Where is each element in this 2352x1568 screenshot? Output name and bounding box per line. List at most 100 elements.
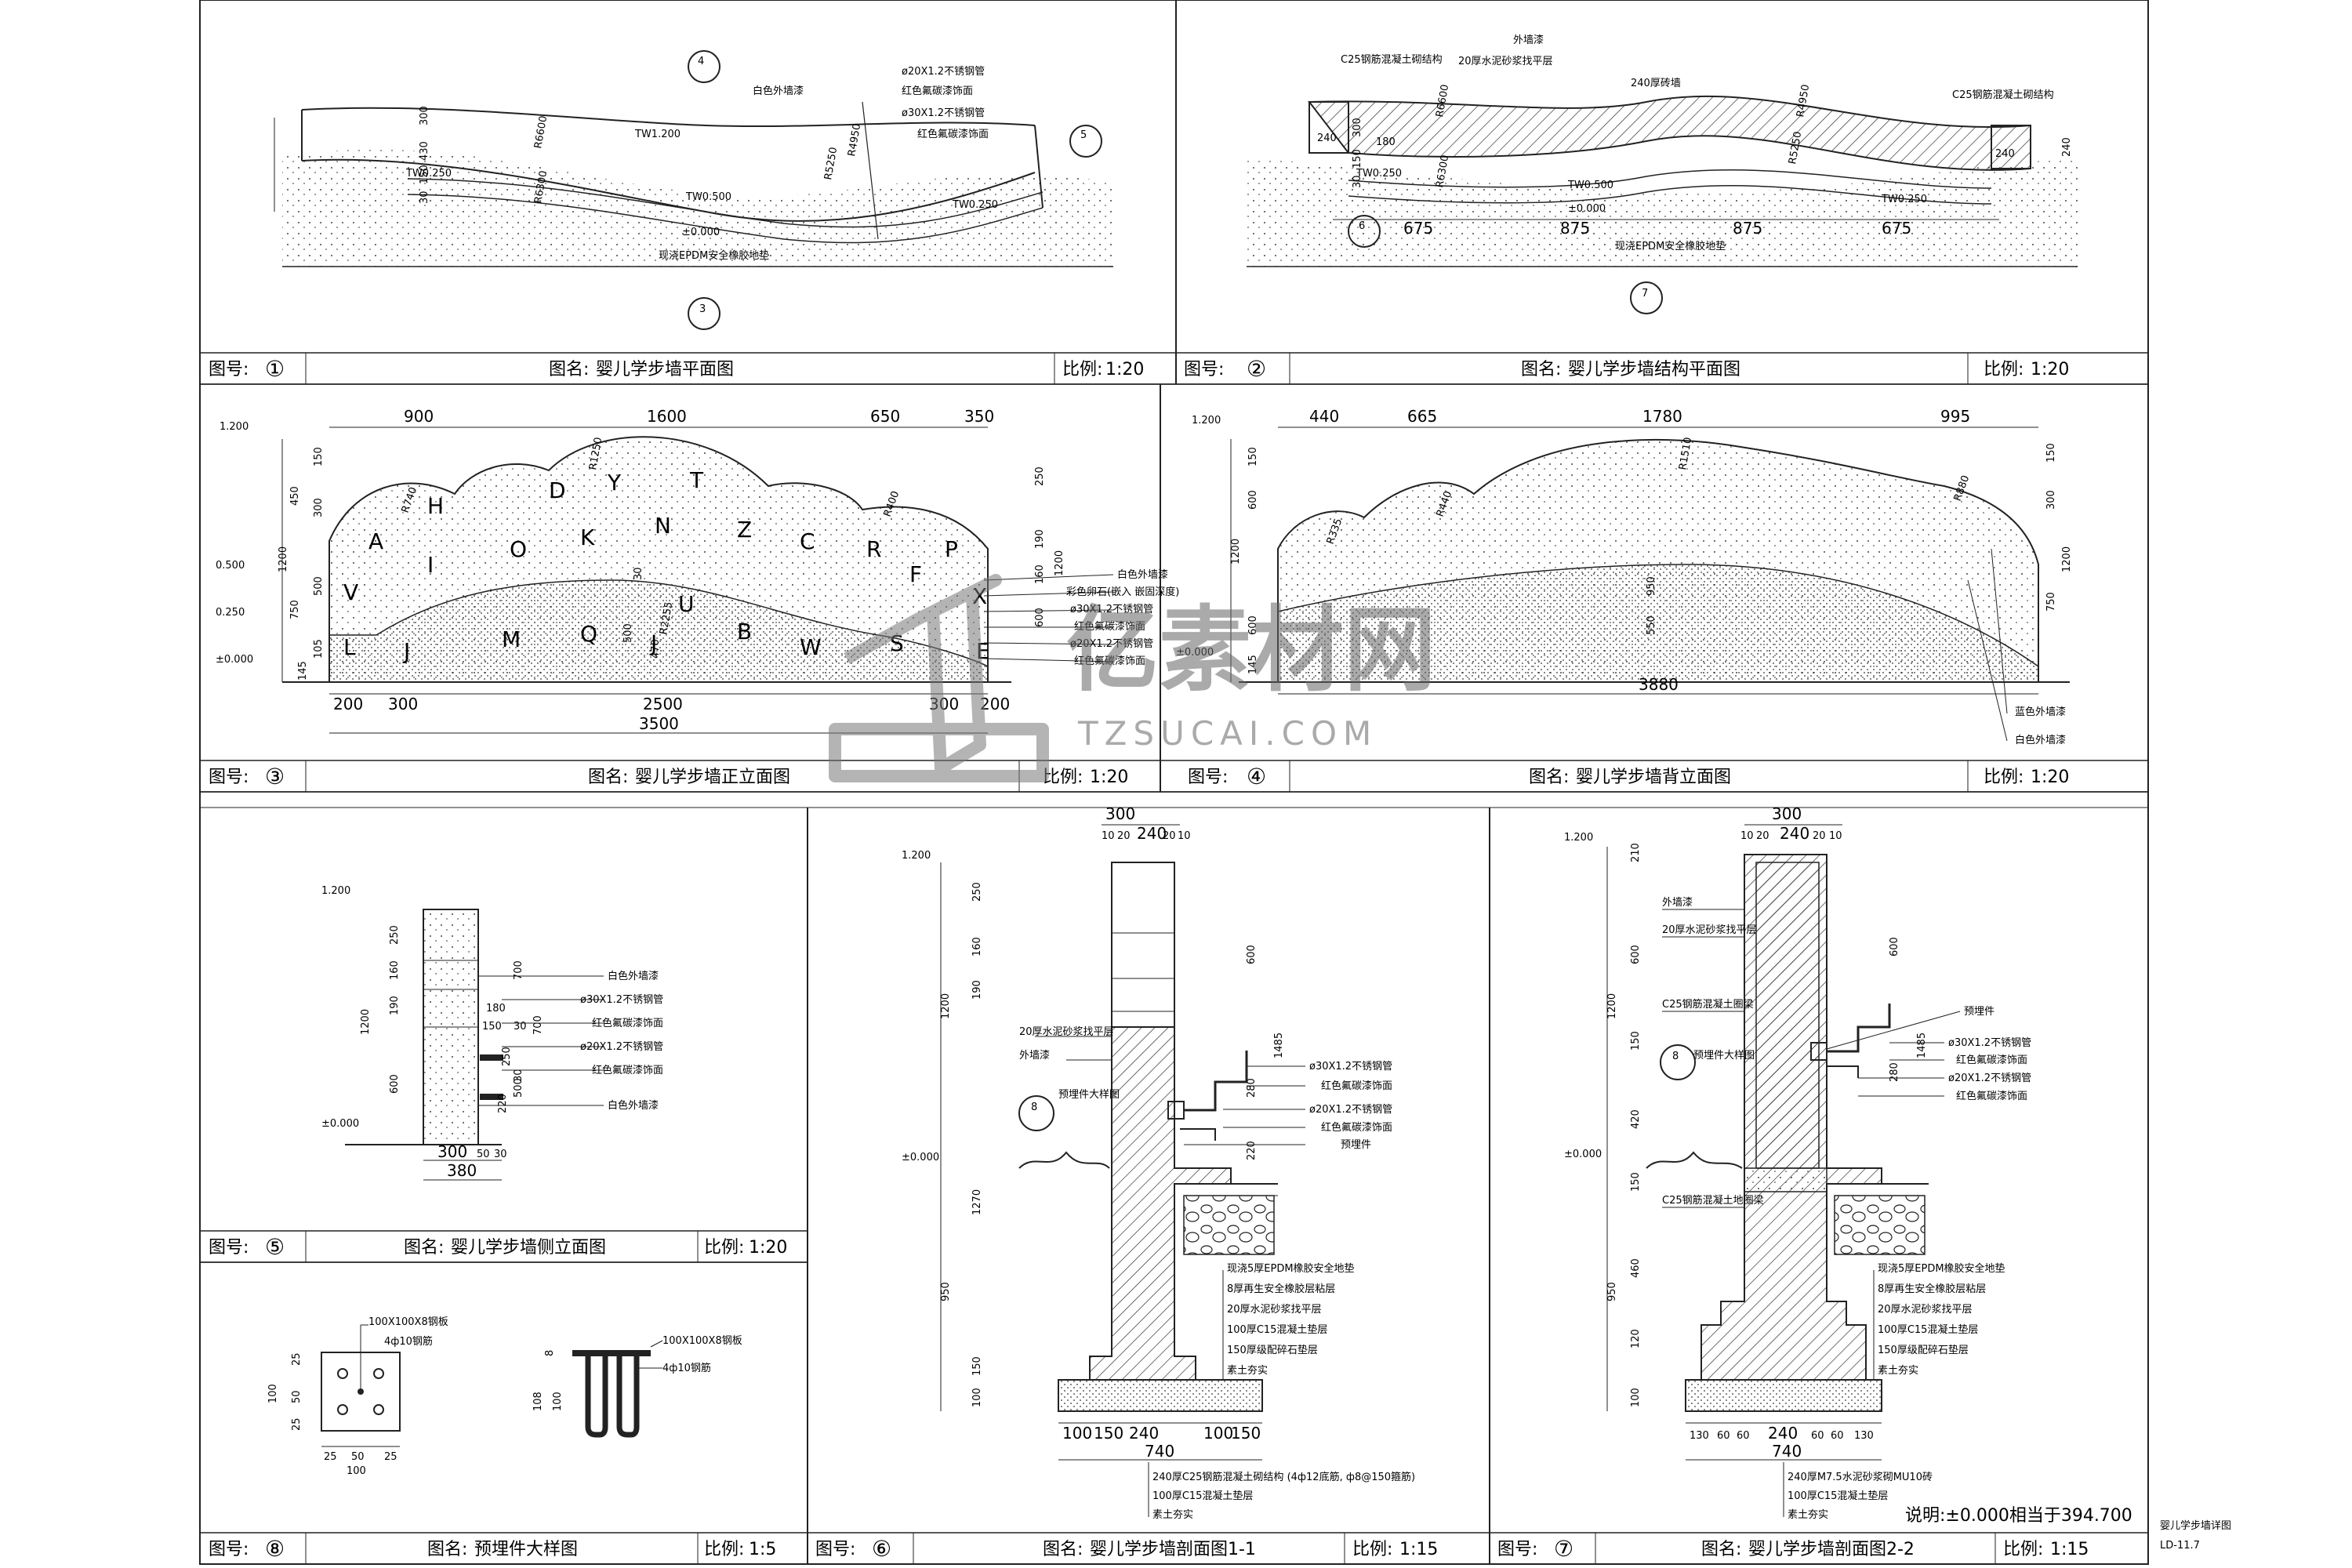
level-label: TW0.250 — [1881, 194, 1927, 205]
dim: 1485 — [1916, 1033, 1928, 1058]
dim: 130 — [1690, 1430, 1709, 1442]
dim: 240 — [1995, 148, 2015, 160]
dim: 190 — [971, 980, 983, 1000]
figure-no-label: 图号: — [209, 1540, 249, 1559]
dim: 100 — [347, 1465, 366, 1477]
dim: 250 — [501, 1047, 513, 1066]
dim: 675 — [1882, 219, 1911, 238]
figure-no-label: 图号: — [209, 1238, 249, 1258]
note: 外墙漆 — [1513, 34, 1544, 46]
dim: 10 — [1829, 830, 1842, 842]
note: 红色氟碳漆饰面 — [592, 1064, 663, 1076]
radius-label: R6300 — [1434, 154, 1451, 189]
radius-label: R6600 — [532, 115, 550, 150]
letter: R — [866, 536, 881, 562]
title-bar-2: 图号: ② 图名: 婴儿学步墙结构平面图 比例: 1:20 — [1175, 352, 2149, 385]
dim: 108 — [532, 1392, 544, 1411]
letter: Z — [737, 517, 752, 543]
note: ø30X1.2不锈钢管 — [1070, 604, 1153, 615]
dim: 25 — [384, 1451, 397, 1463]
dim: 300 — [388, 695, 418, 713]
dim: 200 — [333, 695, 363, 713]
title-bar-6: 图号: ⑥ 图名: 婴儿学步墙剖面图1-1 比例: 1:15 — [807, 1532, 1490, 1565]
dim: 740 — [1145, 1442, 1174, 1461]
panel-title: 婴儿学步墙侧立面图 — [451, 1238, 606, 1258]
dim: 500 — [513, 1078, 524, 1098]
dim: 240 — [1768, 1424, 1798, 1443]
dim: 600 — [1889, 937, 1900, 956]
note: 外墙漆 — [1662, 896, 1693, 909]
dim: 150 — [1630, 1172, 1642, 1192]
note: 预埋件 — [1341, 1139, 1371, 1151]
scale-label: 比例: — [1352, 1540, 1392, 1559]
layer: 150厚级配碎石垫层 — [1878, 1344, 1969, 1356]
note: 素土夯实 — [1788, 1509, 1828, 1521]
radius-label: R4950 — [1795, 84, 1812, 118]
dim: 50 — [351, 1451, 365, 1463]
panel-title: 婴儿学步墙平面图 — [596, 360, 734, 379]
dim: 300 — [437, 1142, 467, 1161]
note: 红色氟碳漆饰面 — [1321, 1121, 1392, 1134]
drawing-name-label: 图名: — [404, 1238, 444, 1258]
watermark-cn: 亿素材网 — [1066, 596, 1436, 704]
dim: 500 — [313, 576, 325, 596]
dim: 1200 — [360, 1009, 372, 1035]
dim: 460 — [1630, 1258, 1642, 1278]
level-label: 1.200 — [220, 421, 249, 433]
drawing-name-label: 图名: — [588, 768, 628, 787]
figure-no: ⑦ — [1554, 1536, 1573, 1562]
letter: D — [549, 477, 566, 503]
dim: 430 — [419, 141, 430, 161]
section-marker: 5 — [1069, 125, 1102, 158]
dim: 220 — [497, 1094, 509, 1113]
scale-value: 1:15 — [2050, 1540, 2089, 1559]
radius-label: R6300 — [532, 170, 550, 205]
dim: 50 — [477, 1149, 490, 1160]
dim: 3500 — [639, 714, 679, 733]
dim: 1200 — [1054, 550, 1065, 576]
dim: 60 — [1831, 1430, 1844, 1442]
dim: 250 — [971, 882, 983, 902]
note: 4ф10钢筋 — [384, 1335, 433, 1348]
dim: 145 — [1247, 655, 1259, 674]
note: 20厚水泥砂浆找平层 — [1458, 56, 1553, 67]
dim: 150 — [1231, 1424, 1261, 1443]
note: 240厚M7.5水泥砂浆砌MU10砖 — [1788, 1472, 1933, 1483]
figure-no: ⑤ — [265, 1234, 285, 1260]
dim: 25 — [291, 1352, 303, 1366]
figure-no-label: 图号: — [209, 768, 249, 787]
scale-label: 比例: — [704, 1238, 744, 1258]
dim: 1780 — [1642, 407, 1682, 426]
note: 20厚水泥砂浆找平层 — [1019, 1026, 1114, 1038]
level-label: ±0.000 — [1564, 1149, 1602, 1160]
drawing-name-label: 图名: — [1043, 1540, 1083, 1559]
dim: 30 — [1352, 175, 1363, 188]
dim: 300 — [1772, 804, 1802, 823]
dim: 300 — [1352, 118, 1363, 137]
sheet-stamp: 婴儿学步墙详图 LD-11.7 — [2160, 1519, 2231, 1552]
layer: 8厚再生安全橡胶层粘层 — [1227, 1283, 1335, 1295]
section-marker: 8 — [1018, 1095, 1054, 1131]
layer: 100厚C15混凝土垫层 — [1878, 1323, 1978, 1336]
layer: 现浇5厚EPDM橡胶安全地垫 — [1227, 1262, 1355, 1275]
scale-value: 1:20 — [1090, 768, 1128, 787]
panel-7-section-2-2: 300 10 20 240 20 10 1.200 ±0.000 210 600… — [1564, 804, 2132, 1526]
title-bar-7: 图号: ⑦ 图名: 婴儿学步墙剖面图2-2 比例: 1:15 — [1489, 1532, 2149, 1565]
scale-label: 比例: — [1043, 768, 1083, 787]
stamp-line1: 婴儿学步墙详图 — [2160, 1519, 2231, 1532]
letter: Y — [607, 470, 622, 495]
dim: 160 — [971, 937, 983, 956]
level-label: 1.200 — [1564, 832, 1593, 844]
level-label: ±0.000 — [216, 654, 253, 666]
scale-label: 比例: — [1062, 360, 1102, 379]
dim: 600 — [389, 1074, 401, 1094]
datum-note: 说明:±0.000相当于394.700 — [1905, 1506, 2132, 1526]
dim: 190 — [389, 996, 401, 1015]
dim: 1200 — [278, 546, 289, 572]
dim: 1200 — [2061, 546, 2073, 572]
dim: 300 — [313, 498, 325, 517]
panel-title: 预埋件大样图 — [474, 1540, 578, 1559]
dim: 600 — [1246, 945, 1258, 964]
dim: 1200 — [940, 993, 952, 1019]
dim: 25 — [291, 1417, 303, 1431]
